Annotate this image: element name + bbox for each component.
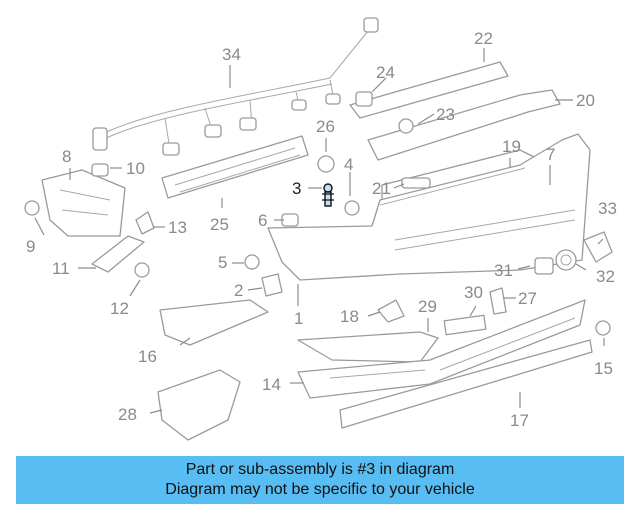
nut-10-part <box>91 163 109 177</box>
clip-27-part <box>489 287 507 315</box>
callout-12: 12 <box>110 299 129 318</box>
callout-13: 13 <box>168 218 187 237</box>
side-bracket-part <box>41 169 126 237</box>
lower-valance-part <box>297 299 586 399</box>
parking-sensor-part <box>534 257 554 275</box>
callout-21: 21 <box>372 179 391 198</box>
info-banner: Part or sub-assembly is #3 in diagram Di… <box>16 456 624 504</box>
callout-27: 27 <box>518 289 537 308</box>
callout-17: 17 <box>510 411 529 430</box>
callout-22: 22 <box>474 29 493 48</box>
energy-absorber-part <box>367 89 561 161</box>
highlighted-part-3 <box>322 183 334 207</box>
callout-8: 8 <box>62 147 71 166</box>
clip-15-part <box>595 320 611 336</box>
callout-33: 33 <box>598 199 617 218</box>
callout-11: 11 <box>52 259 70 278</box>
callout-25: 25 <box>210 215 229 234</box>
callout-5: 5 <box>218 253 227 272</box>
clip-9-part <box>24 200 40 216</box>
banner-line-part-number: Part or sub-assembly is #3 in diagram <box>185 461 455 478</box>
clip-13-part <box>135 211 155 235</box>
upper-reinforcement-part <box>349 61 509 119</box>
callout-29: 29 <box>418 297 437 316</box>
callout-15: 15 <box>594 359 613 378</box>
callout-32: 32 <box>596 267 615 286</box>
screw-5-part <box>244 254 260 270</box>
clip-26-part <box>317 155 335 173</box>
sensor-ring-part <box>555 249 577 271</box>
callout-14: 14 <box>262 375 281 394</box>
callout-7: 7 <box>546 145 555 164</box>
callout-1: 1 <box>294 309 303 328</box>
callout-28: 28 <box>118 405 137 424</box>
parts-diagram: 34 22 24 20 23 26 19 7 8 10 4 21 3 33 13… <box>24 17 617 441</box>
lower-bracket-part <box>91 235 145 273</box>
license-plate-light-part <box>443 314 487 336</box>
clip-24-part <box>355 91 373 107</box>
callout-20: 20 <box>576 91 595 110</box>
callout-16: 16 <box>138 347 157 366</box>
callout-9: 9 <box>26 237 35 256</box>
callout-19: 19 <box>502 137 521 156</box>
bolt-21-part <box>401 177 431 189</box>
clip-18-part <box>377 299 405 323</box>
screw-12-part <box>134 262 150 278</box>
callout-10: 10 <box>126 159 145 178</box>
callout-31: 31 <box>494 261 513 280</box>
callout-30: 30 <box>464 283 483 302</box>
callout-26: 26 <box>316 117 335 136</box>
bracket-2-part <box>261 273 283 297</box>
callout-6: 6 <box>258 211 267 230</box>
callout-labels: 34 22 24 20 23 26 19 7 8 10 4 21 3 33 13… <box>26 29 617 430</box>
skid-strip-part <box>339 339 593 429</box>
callout-3-highlighted: 3 <box>292 179 301 198</box>
callout-18: 18 <box>340 307 359 326</box>
leader-lines <box>34 48 605 414</box>
banner-line-disclaimer: Diagram may not be specific to your vehi… <box>165 481 475 498</box>
callout-34: 34 <box>222 45 241 64</box>
callout-4: 4 <box>344 155 353 174</box>
reflector-trim-part <box>297 331 439 363</box>
clip-6-part <box>281 213 299 227</box>
sensor-bracket-part <box>583 231 613 263</box>
callout-24: 24 <box>376 63 395 82</box>
clip-23-part <box>398 118 414 134</box>
callout-23: 23 <box>436 105 455 124</box>
rear-bracket-part <box>157 369 241 441</box>
callout-2: 2 <box>234 281 243 300</box>
bumper-cover-part <box>267 133 591 281</box>
corner-bracket-part <box>159 299 269 346</box>
clip-4-part <box>344 200 360 216</box>
wiring-harness-part <box>92 17 379 156</box>
